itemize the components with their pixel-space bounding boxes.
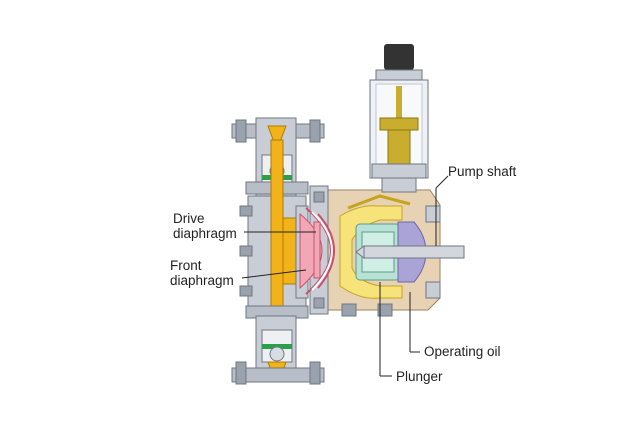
- front-diaphragm-label-line1: Front: [170, 258, 202, 273]
- drive-diaphragm-label: Drive diaphragm: [173, 211, 237, 241]
- front-diaphragm-leader: [241, 269, 307, 279]
- oil-gauge-reservoir: [369, 44, 429, 193]
- pump-shaft-label: Pump shaft: [448, 164, 517, 179]
- operating-oil-label: Operating oil: [424, 344, 501, 359]
- lower-valve-block: [231, 305, 325, 385]
- pump-shaft: [355, 245, 465, 259]
- front-diaphragm-label: Front diaphragm: [170, 258, 234, 288]
- leader-lines: [241, 175, 449, 377]
- pump-shaft-leader: [435, 175, 449, 189]
- front-diaphragm-label-line2: diaphragm: [170, 273, 234, 288]
- drive-diaphragm-label-line1: Drive: [173, 211, 205, 226]
- drive-diaphragm-label-line2: diaphragm: [173, 226, 237, 241]
- plunger-label: Plunger: [396, 369, 443, 384]
